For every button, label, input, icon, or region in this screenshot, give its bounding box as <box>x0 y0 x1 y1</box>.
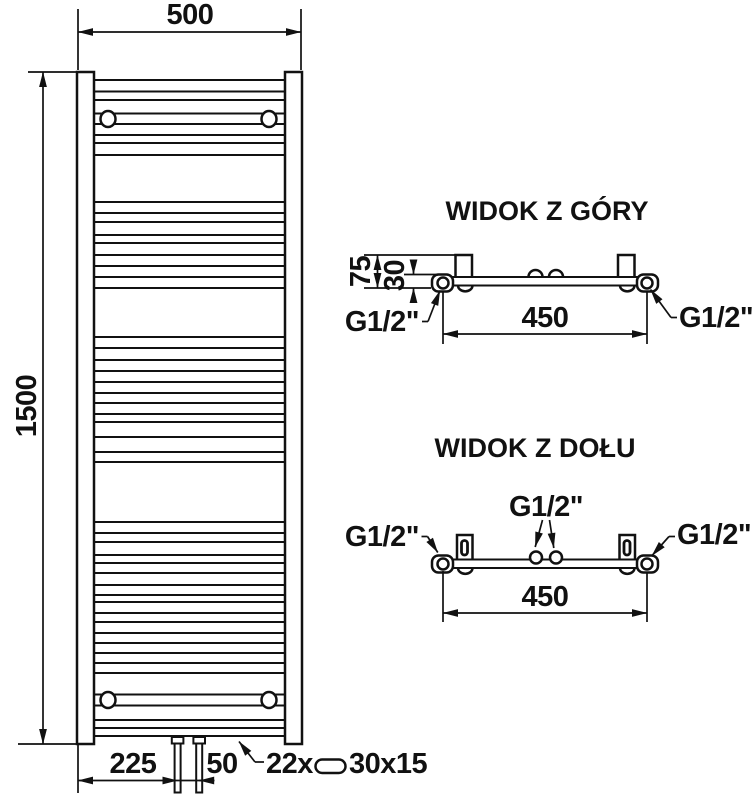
top-view-center-connection-right <box>547 268 565 278</box>
bottom-view-right-thread-port <box>640 557 654 571</box>
dim-height-label: 1500 <box>11 375 43 438</box>
tube-profile-label: 30x15 <box>349 748 428 780</box>
top-view-title: WIDOK Z GÓRY <box>446 195 649 226</box>
bottom-view-title: WIDOK Z DOŁU <box>435 433 636 463</box>
radiator-rungs <box>93 79 286 737</box>
top-view-left-thread-port <box>436 276 450 290</box>
bottom-view-right-bracket-foot <box>618 567 636 576</box>
dim-bottom-center-label: 50 <box>206 748 237 780</box>
top-view-right-bracket-foot <box>618 285 636 293</box>
bottom-view-left-bracket-foot <box>456 567 474 576</box>
bottom-view-left-thread-port <box>436 557 450 571</box>
left-stub-pipe <box>173 742 182 794</box>
top-view-radiator-body <box>449 276 641 287</box>
bottom-view-left-bracket-slot <box>460 539 469 557</box>
bottom-view-center-port-left <box>528 550 544 565</box>
upper-left-bracket-mount <box>99 109 117 129</box>
bottom-view-right-bracket-slot <box>622 539 632 557</box>
dim-depth-label: 75 <box>345 256 377 288</box>
top-view-right-thread-port <box>640 276 654 290</box>
top-view-thread-right-label: G1/2" <box>679 302 752 334</box>
bottom-view-dim-450-label: 450 <box>522 581 569 613</box>
top-view-dim-450-label: 450 <box>522 302 569 334</box>
bottom-view-radiator-body <box>449 558 641 569</box>
oval-tube-profile-icon <box>314 758 347 775</box>
top-view-left-bracket <box>454 253 474 279</box>
bottom-view-center-port-right <box>548 550 564 565</box>
bottom-view-thread-right-label: G1/2" <box>677 519 751 551</box>
left-collector-tube <box>75 70 96 746</box>
bottom-view-diagram: WIDOK Z DOŁU G1/2" 450 G1/2" G1/2" <box>345 433 752 622</box>
bottom-view-thread-left-label: G1/2" <box>345 521 419 553</box>
dim-width-label: 500 <box>167 0 214 31</box>
top-view-diagram: WIDOK Z GÓRY 75 30 450 G1/2" G <box>345 195 752 344</box>
dim-offset-label: 30 <box>379 260 411 291</box>
bottom-view-thread-center-label: G1/2" <box>509 491 583 523</box>
tube-count-label: 22x <box>266 748 313 780</box>
top-view-right-bracket <box>616 253 636 279</box>
upper-right-bracket-mount <box>260 109 278 129</box>
front-view: 500 1500 225 50 <box>11 0 428 794</box>
lower-left-bracket-mount <box>99 690 117 710</box>
top-view-left-bracket-foot <box>456 285 474 293</box>
top-view-thread-left-label: G1/2" <box>345 306 419 338</box>
right-stub-pipe <box>195 742 204 794</box>
top-view-center-connection-left <box>527 268 544 278</box>
right-collector-tube <box>283 70 304 746</box>
dim-bottom-left-label: 225 <box>110 748 157 780</box>
lower-right-bracket-mount <box>260 690 278 710</box>
